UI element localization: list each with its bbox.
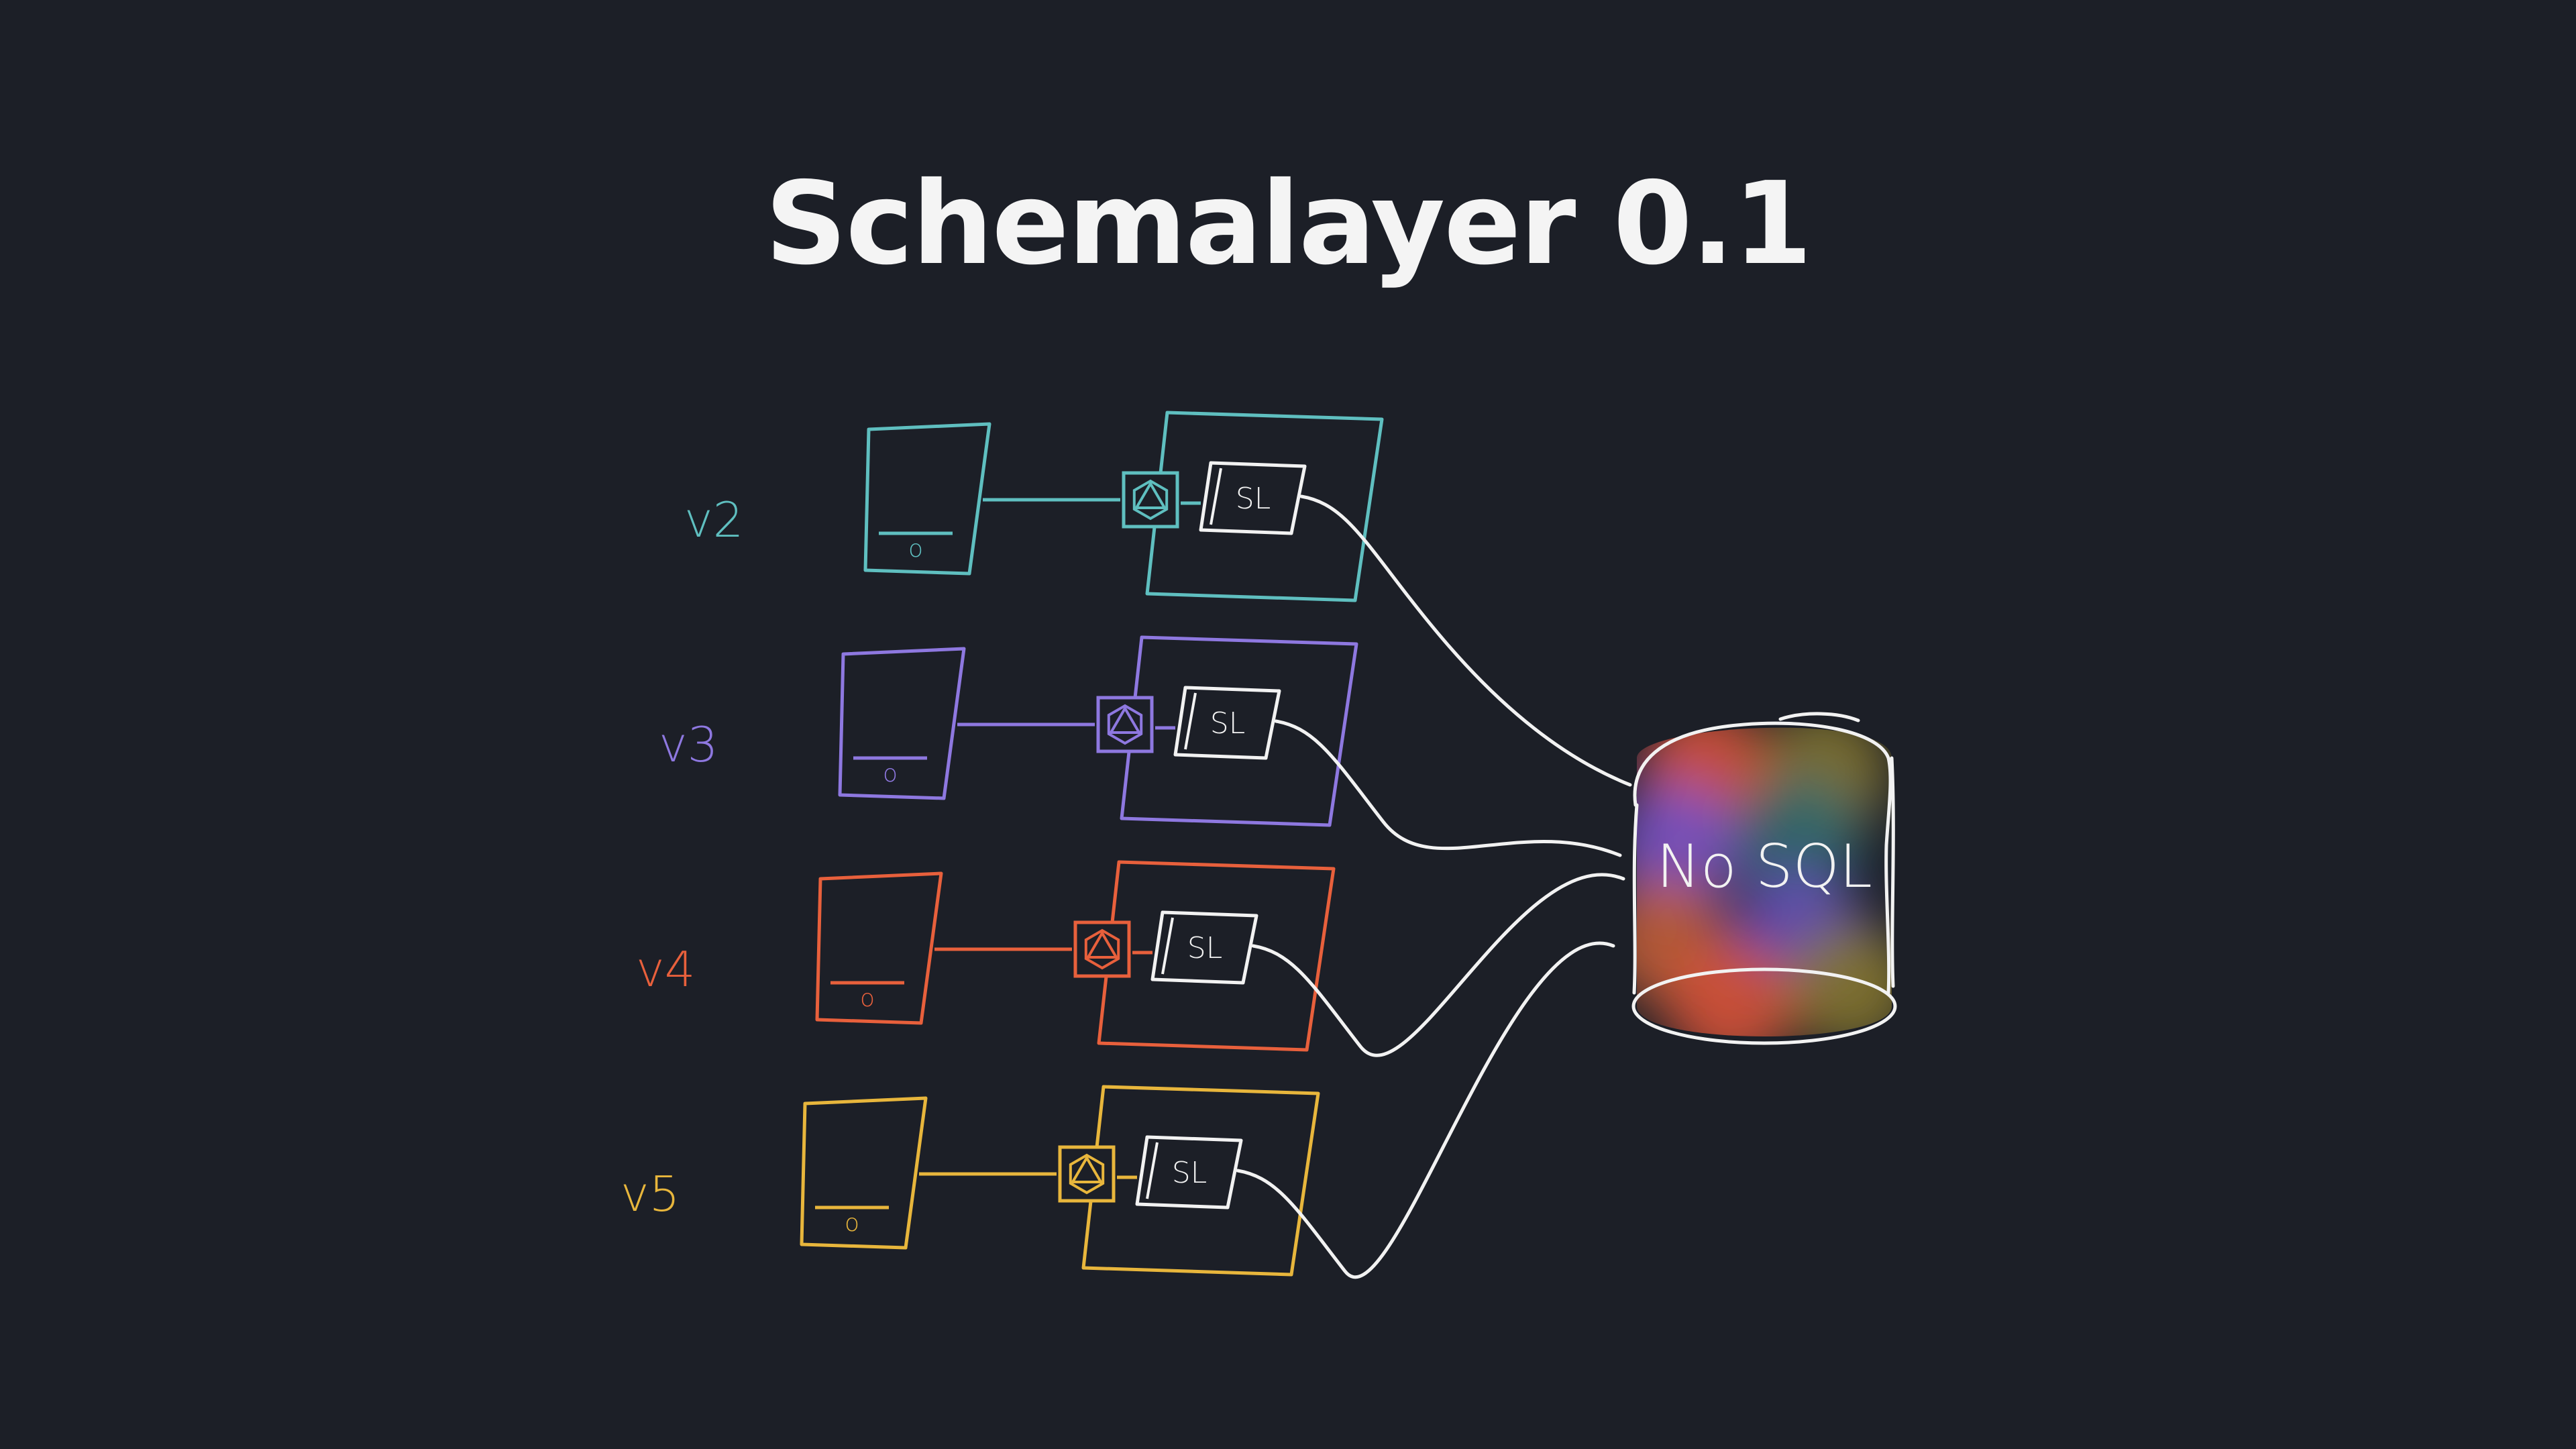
connector-v2 — [1299, 494, 1632, 787]
connector-v4 — [1251, 873, 1625, 1057]
slide-title: Schemalayer 0.1 — [765, 158, 1812, 290]
database-left-edge — [1632, 803, 1639, 995]
database-cylinder-outline — [1633, 721, 1892, 995]
device-button: o — [860, 985, 875, 1012]
schema-layer-box-inner-edge — [1184, 692, 1197, 750]
client-row-v4: v4 o SL — [636, 860, 1336, 1052]
database-base-ellipse — [1631, 967, 1897, 1045]
schema-layer-label: SL — [1210, 706, 1245, 741]
schema-layer-box — [1135, 1135, 1243, 1210]
schema-layer-label: SL — [1187, 931, 1222, 965]
database-label: No SQL — [1656, 832, 1872, 901]
server-box — [1145, 411, 1384, 602]
client-row-v5: v5 o SL — [621, 1085, 1320, 1277]
server-box — [1120, 635, 1358, 827]
graphql-icon — [1069, 1153, 1105, 1195]
schema-layer-box — [1173, 686, 1281, 760]
version-label: v2 — [684, 492, 743, 548]
version-label: v4 — [636, 941, 695, 998]
schema-layer-box — [1150, 910, 1258, 985]
database-blob — [1788, 922, 1892, 1036]
device-button: o — [908, 535, 923, 563]
device-outline — [838, 647, 966, 800]
graphql-icon-triangle — [1134, 481, 1167, 509]
connector-v5 — [1236, 941, 1615, 1279]
client-row-v3: v3 o SL — [659, 635, 1358, 827]
nosql-database: No SQL — [1631, 712, 1897, 1045]
graphql-icon — [1107, 704, 1143, 745]
version-label: v5 — [621, 1166, 680, 1222]
schema-layer-box-inner-edge — [1161, 917, 1174, 975]
device-outline — [800, 1096, 928, 1250]
graphql-icon-triangle — [1108, 706, 1142, 734]
database-blob — [1637, 782, 1741, 909]
schema-layer-box-inner-edge — [1210, 468, 1222, 525]
connector-v3 — [1274, 719, 1622, 857]
database-blob — [1734, 775, 1862, 902]
graphql-icon-triangle — [1070, 1155, 1104, 1183]
database-blob — [1667, 943, 1794, 1036]
schema-layer-box — [1199, 461, 1307, 535]
device-outline — [863, 422, 991, 576]
database-top-lid — [1778, 712, 1860, 722]
database-right-edge — [1890, 756, 1895, 988]
device-button: o — [845, 1210, 859, 1237]
server-box — [1097, 860, 1336, 1052]
server-box — [1081, 1085, 1320, 1277]
graphql-icon — [1132, 479, 1169, 521]
version-label: v3 — [659, 716, 718, 773]
device-button: o — [883, 760, 898, 788]
device-outline — [815, 871, 943, 1025]
connectors — [1236, 494, 1632, 1279]
client-row-v2: v2 o SL — [684, 411, 1384, 602]
schema-layer-label: SL — [1236, 482, 1271, 516]
schema-layer-box-inner-edge — [1146, 1142, 1159, 1199]
graphql-icon — [1084, 928, 1120, 970]
graphql-icon-triangle — [1085, 930, 1119, 959]
graphql-logo-box — [1096, 696, 1154, 753]
schema-layer-label: SL — [1172, 1156, 1207, 1190]
